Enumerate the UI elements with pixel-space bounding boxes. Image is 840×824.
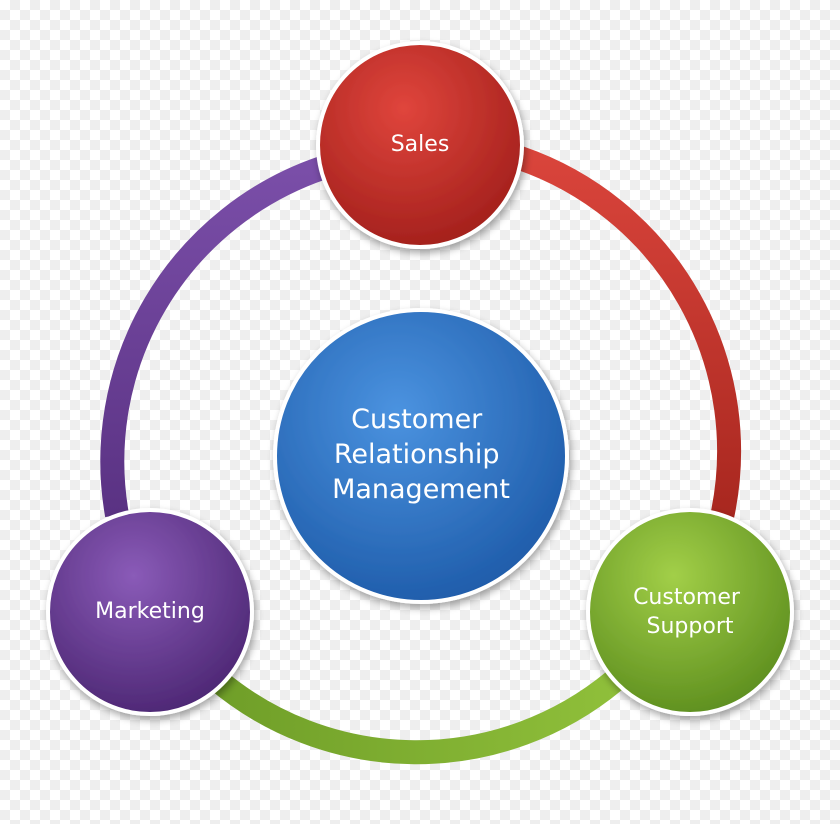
arc-support-to-marketing	[207, 668, 622, 765]
marketing-node	[46, 508, 254, 716]
center-label-line-2: Relationship	[334, 439, 500, 470]
arc-marketing-to-sales	[100, 156, 326, 518]
customer-support-label-line-2: Support	[647, 614, 734, 639]
customer-support-node	[586, 508, 794, 716]
center-label: Customer Relationship Management	[332, 404, 510, 505]
center-label-line-3: Management	[332, 474, 510, 505]
marketing-label: Marketing	[95, 599, 205, 624]
customer-support-label: Customer Support	[633, 585, 747, 639]
arc-sales-to-support	[516, 146, 742, 520]
sales-label: Sales	[391, 132, 450, 157]
sales-node	[316, 41, 524, 249]
center-label-line-1: Customer	[351, 404, 483, 435]
customer-support-label-line-1: Customer	[633, 585, 741, 610]
center-node	[273, 308, 569, 604]
